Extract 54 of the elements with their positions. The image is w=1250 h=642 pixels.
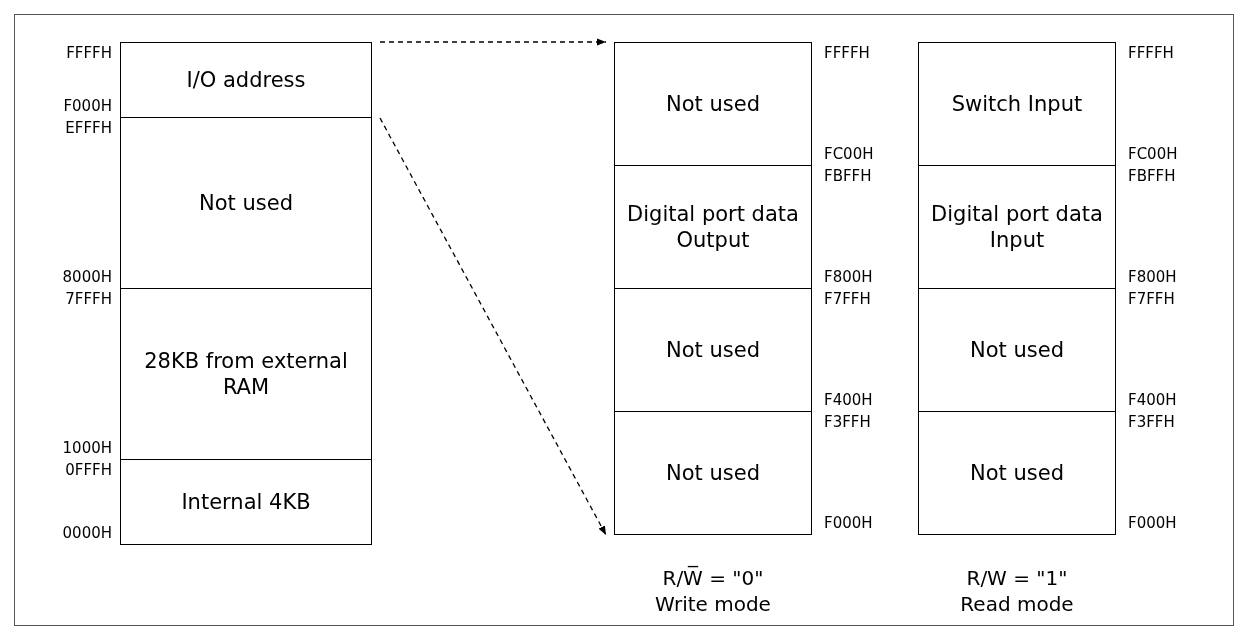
mode-caption: Read mode xyxy=(959,592,1075,616)
memory-region xyxy=(120,459,372,545)
dashed-arrow xyxy=(379,38,607,46)
memory-region xyxy=(614,288,812,412)
region-label: Not used xyxy=(969,336,1065,364)
region-label: Not used xyxy=(665,336,761,364)
region-label: Not used xyxy=(665,459,761,487)
address-label: F800H xyxy=(1128,268,1177,286)
address-label: F800H xyxy=(824,268,873,286)
memory-region xyxy=(120,117,372,289)
memory-region xyxy=(918,42,1116,166)
region-label: I/O address xyxy=(185,66,307,94)
memory-region xyxy=(120,42,372,118)
address-label: FFFFH xyxy=(66,44,112,62)
address-label: F400H xyxy=(1128,391,1177,409)
memory-region xyxy=(614,165,812,289)
region-label: Not used xyxy=(665,90,761,118)
region-label: 28KB from external RAM xyxy=(143,347,349,401)
address-label: FBFFH xyxy=(824,167,872,185)
memory-region xyxy=(120,288,372,460)
region-label: Digital port data Output xyxy=(626,200,800,254)
address-label: 1000H xyxy=(62,439,112,457)
memory-region xyxy=(918,165,1116,289)
memory-region xyxy=(614,411,812,535)
address-label: FC00H xyxy=(824,145,874,163)
address-label: F000H xyxy=(63,97,112,115)
address-label: 0FFFH xyxy=(65,461,112,479)
address-label: F000H xyxy=(824,514,873,532)
address-label: 7FFFH xyxy=(65,290,112,308)
memory-region xyxy=(614,42,812,166)
address-label: F7FFH xyxy=(1128,290,1175,308)
address-label: FFFFH xyxy=(1128,44,1174,62)
address-label: F3FFH xyxy=(824,413,871,431)
region-label: Not used xyxy=(969,459,1065,487)
dashed-arrow xyxy=(379,117,607,536)
mode-caption: R/W̅ = "0" xyxy=(661,566,765,590)
region-label: Internal 4KB xyxy=(180,488,312,516)
address-label: F3FFH xyxy=(1128,413,1175,431)
memory-region xyxy=(918,288,1116,412)
mode-caption: Write mode xyxy=(654,592,772,616)
address-label: EFFFH xyxy=(65,119,112,137)
mode-caption: R/W = "1" xyxy=(965,566,1069,590)
region-label: Digital port data Input xyxy=(930,200,1104,254)
address-label: FC00H xyxy=(1128,145,1178,163)
address-label: F400H xyxy=(824,391,873,409)
memory-region xyxy=(918,411,1116,535)
address-label: FFFFH xyxy=(824,44,870,62)
address-label: F7FFH xyxy=(824,290,871,308)
region-label: Not used xyxy=(198,189,294,217)
address-label: 8000H xyxy=(62,268,112,286)
address-label: FBFFH xyxy=(1128,167,1176,185)
address-label: F000H xyxy=(1128,514,1177,532)
region-label: Switch Input xyxy=(950,90,1084,118)
address-label: 0000H xyxy=(62,524,112,542)
